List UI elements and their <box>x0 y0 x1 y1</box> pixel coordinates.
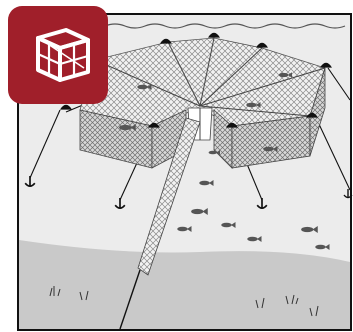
app-badge[interactable] <box>8 6 108 104</box>
